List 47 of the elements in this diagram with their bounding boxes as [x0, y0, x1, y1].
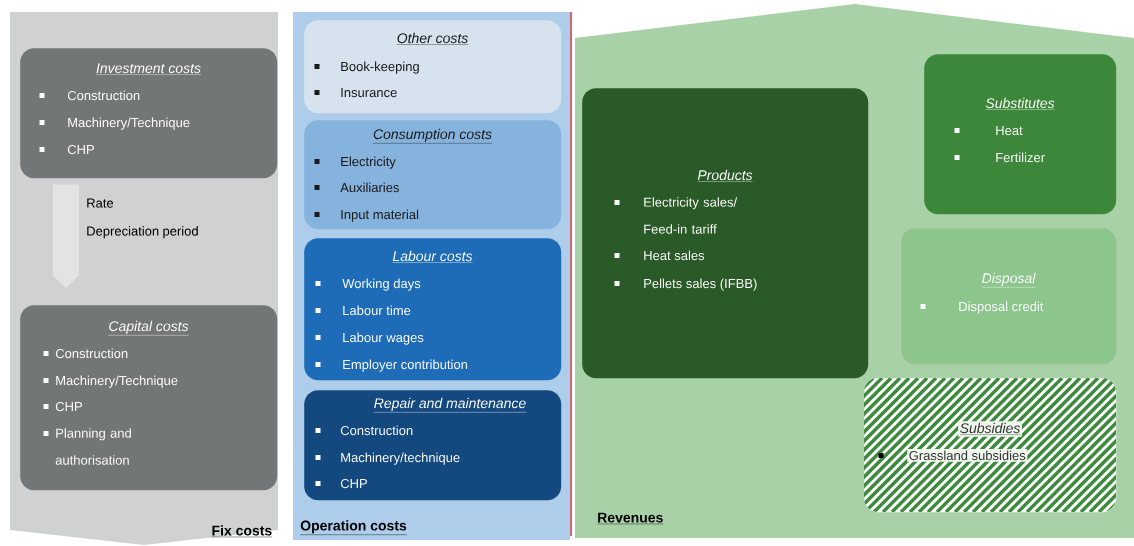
bullet-item: Input material [314, 209, 419, 222]
bullet-item: Fertilizer [954, 152, 1045, 163]
box-heading: Labour costs [392, 250, 473, 263]
bullet-item: Insurance [314, 88, 397, 98]
box-heading: Investment costs [95, 63, 202, 75]
cost-box [864, 378, 1117, 513]
box-heading: Substitutes [985, 97, 1055, 110]
bullet-item: Electricity sales/ Feed-in tariff [614, 197, 738, 234]
bullet-item: Machinery/Technique [39, 117, 190, 130]
bullet-item: Auxiliaries [314, 182, 399, 193]
cost-box [582, 88, 869, 379]
edge-label: Rate Depreciation period [87, 198, 198, 239]
bullet-item: Pellets sales (IFBB) [614, 278, 757, 291]
cost-box [304, 238, 562, 381]
bullet-item: Planning and authorisation [43, 428, 131, 465]
cost-box [901, 228, 1117, 365]
bullet-item: CHP [315, 478, 367, 489]
box-heading: Consumption costs [372, 128, 493, 144]
bullet-item: CHP [43, 401, 82, 412]
bullet-item: Construction [315, 425, 413, 436]
cost-box [20, 48, 278, 179]
cost-box [20, 305, 278, 491]
cost-box [304, 390, 562, 501]
bullet-item: Working days [315, 278, 421, 291]
box-heading: Repair and maintenance [373, 397, 527, 413]
bullet-item: Disposal credit [920, 301, 1044, 314]
bullet-item: Labour wages [315, 332, 424, 345]
bullet-item: Machinery/Technique [43, 375, 178, 388]
bullet-item: Heat [954, 126, 1023, 136]
bullet-item: Grassland subsidies [878, 449, 1028, 462]
box-heading: Capital costs [108, 320, 189, 336]
bullet-item: Heat sales [614, 250, 705, 261]
bullet-item: CHP [39, 144, 94, 155]
bullet-item: Construction [39, 90, 140, 101]
box-heading: Disposal [981, 272, 1036, 288]
bullet-item: Employer contribution [315, 359, 468, 372]
cost-box [304, 120, 562, 230]
cost-box [924, 54, 1117, 215]
box-heading: Products [697, 169, 753, 182]
bullet-item: Labour time [315, 305, 411, 316]
bullet-item: Book-keeping [314, 61, 419, 74]
bullet-item: Construction [43, 348, 128, 359]
bullet-item: Electricity [314, 156, 396, 169]
box-heading: Other costs [396, 32, 469, 45]
box-heading: Subsidies [958, 421, 1022, 437]
cost-box [304, 20, 562, 114]
bullet-item: Machinery/technique [315, 452, 460, 465]
